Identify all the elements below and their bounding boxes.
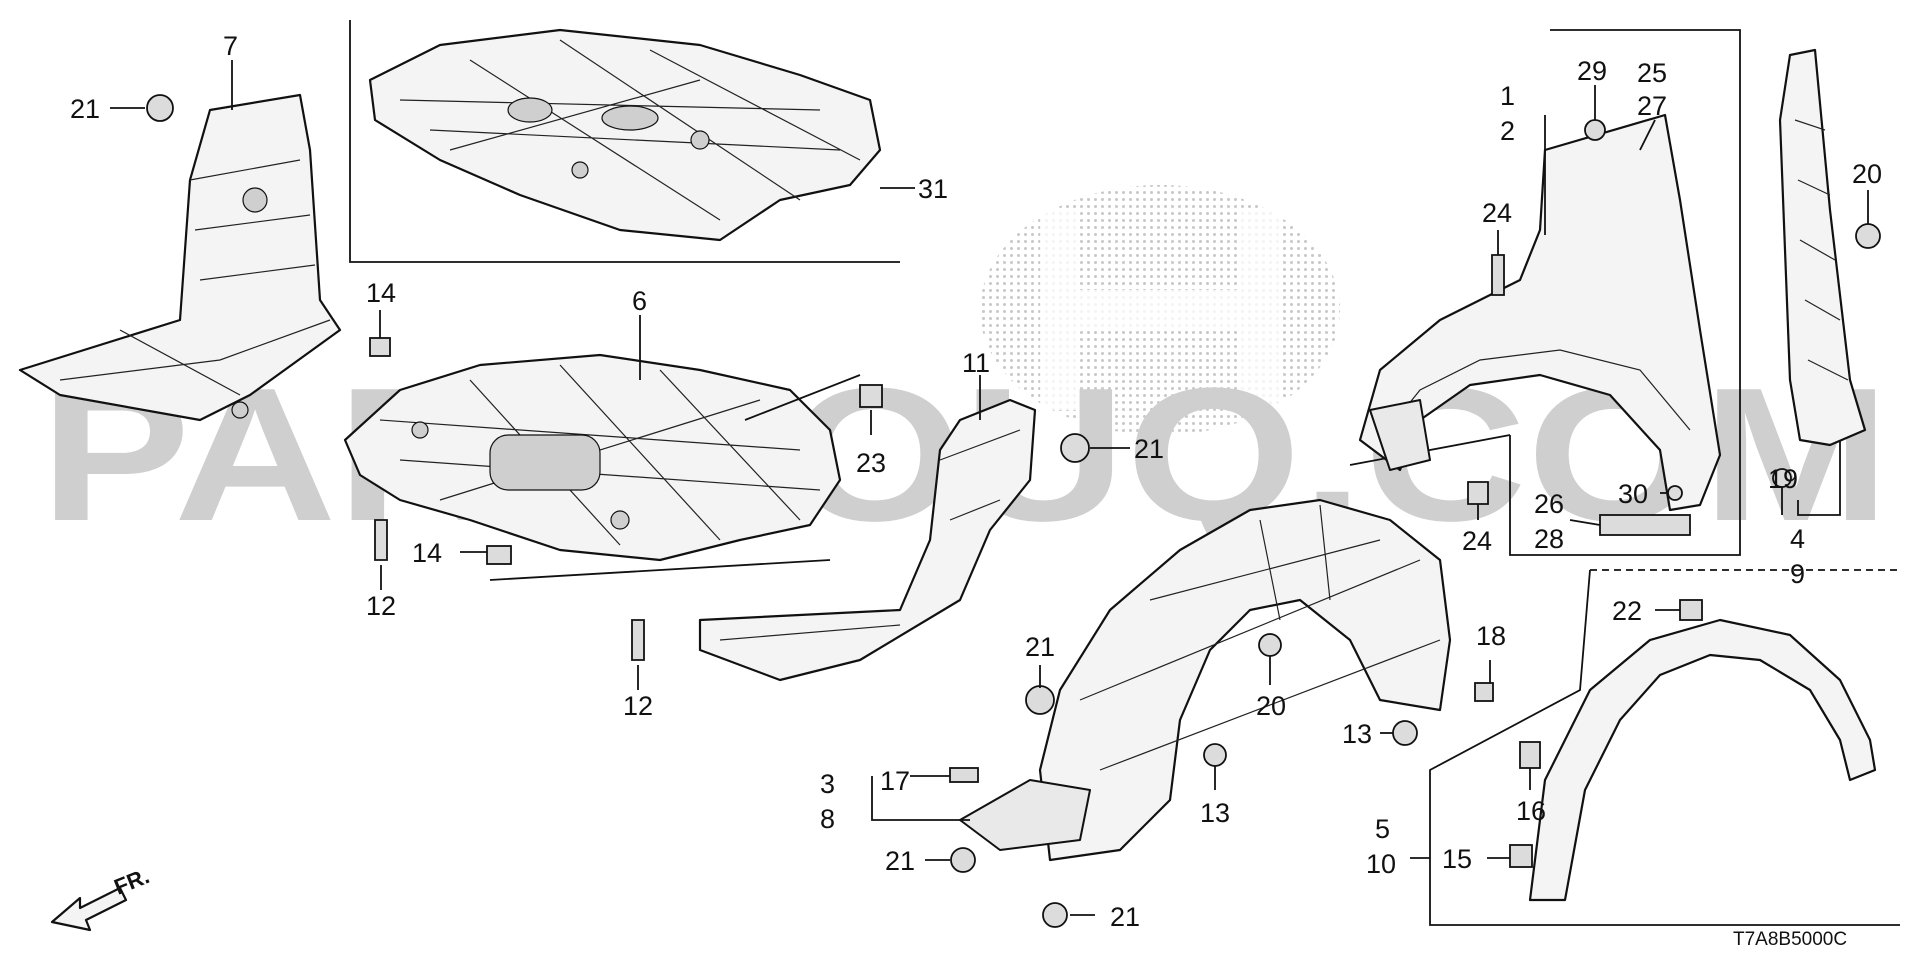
clip-23: [859, 384, 883, 408]
callout-24-a: 24: [1482, 198, 1512, 228]
callout-12-a: 12: [366, 591, 396, 621]
callout-6: 6: [632, 286, 647, 316]
clip-18: [1474, 682, 1494, 702]
callout-21-e: 21: [1110, 902, 1140, 932]
front-label: FR.: [111, 863, 153, 899]
callout-14-b: 14: [412, 538, 442, 568]
callout-22: 22: [1612, 596, 1642, 626]
callout-7: 7: [223, 31, 238, 61]
callout-13-b: 13: [1200, 798, 1230, 828]
clip-22: [1679, 599, 1703, 621]
callout-21-a: 21: [70, 94, 100, 124]
watermark-logo: [980, 185, 1340, 435]
clip-21-c: [1025, 685, 1055, 715]
clip-29: [1584, 119, 1606, 141]
callout-2: 2: [1500, 116, 1515, 146]
callout-21-b: 21: [1134, 434, 1164, 464]
clip-14-b: [486, 545, 512, 565]
callout-23: 23: [856, 448, 886, 478]
bolt-12-b: [631, 619, 645, 661]
callout-25: 25: [1637, 58, 1667, 88]
callout-8: 8: [820, 804, 835, 834]
callout-30: 30: [1618, 479, 1648, 509]
callout-26: 26: [1534, 489, 1564, 519]
clip-13-a: [1392, 720, 1418, 746]
callout-3: 3: [820, 769, 835, 799]
clip-14-a: [369, 337, 391, 357]
callout-5: 5: [1375, 814, 1390, 844]
clip-20-a: [1258, 633, 1282, 657]
callout-11: 11: [962, 348, 990, 378]
callout-21-d: 21: [885, 846, 915, 876]
callout-20-b: 20: [1852, 159, 1882, 189]
clip-21-a: [146, 94, 174, 122]
callout-19: 19: [1768, 464, 1798, 494]
splash-11: [698, 398, 1037, 682]
bolt-12-a: [374, 519, 388, 561]
under-cover-7: [18, 93, 342, 422]
frame-fender: [1509, 29, 1741, 556]
clip-30: [1667, 485, 1683, 501]
callout-10: 10: [1366, 849, 1396, 879]
frame-arch: [1429, 569, 1900, 926]
callout-21-c: 21: [1025, 632, 1055, 662]
callouts: 21 7 31 14 6 14 12 12 23 11 21 21 20 18 …: [70, 31, 1882, 932]
callout-17: 17: [880, 766, 910, 796]
clip-15: [1509, 844, 1533, 868]
frame-31: [349, 20, 900, 263]
callout-29: 29: [1577, 56, 1607, 86]
callout-28: 28: [1534, 524, 1564, 554]
callout-9: 9: [1790, 559, 1805, 589]
callout-4: 4: [1790, 524, 1805, 554]
clip-21-d: [950, 847, 976, 873]
callout-31: 31: [918, 174, 948, 204]
bolt-24-a: [1491, 254, 1505, 296]
callout-16: 16: [1516, 796, 1546, 826]
clip-17: [949, 767, 979, 783]
callout-12-b: 12: [623, 691, 653, 721]
fender-liner-3: [959, 498, 1452, 862]
bracket-26: [1599, 514, 1691, 536]
clip-13-b: [1203, 743, 1227, 767]
diagram-code: T7A8B5000C: [1733, 929, 1847, 950]
under-plate-6: [343, 353, 842, 562]
callout-14-a: 14: [366, 278, 396, 308]
callout-13-a: 13: [1342, 719, 1372, 749]
callout-18: 18: [1476, 621, 1506, 651]
frame-link: [1349, 434, 1511, 466]
callout-1: 1: [1500, 81, 1515, 111]
fender-25: [1358, 113, 1722, 512]
callout-15: 15: [1442, 844, 1472, 874]
bracket-4: [1778, 48, 1867, 447]
fasteners: [146, 94, 1881, 928]
clip-20-b: [1855, 223, 1881, 249]
callout-27: 27: [1637, 91, 1667, 121]
clip-21-e: [1042, 902, 1068, 928]
callout-24-b: 24: [1462, 526, 1492, 556]
callout-20-a: 20: [1256, 691, 1286, 721]
leader-lines: [110, 60, 1869, 916]
under-plate-31: [368, 28, 882, 242]
clip-21-b: [1060, 433, 1090, 463]
clip-16: [1519, 741, 1541, 769]
arch-molding-5: [1528, 618, 1877, 902]
bolt-24-b: [1467, 481, 1489, 505]
front-direction-arrow: FR.: [50, 863, 153, 932]
